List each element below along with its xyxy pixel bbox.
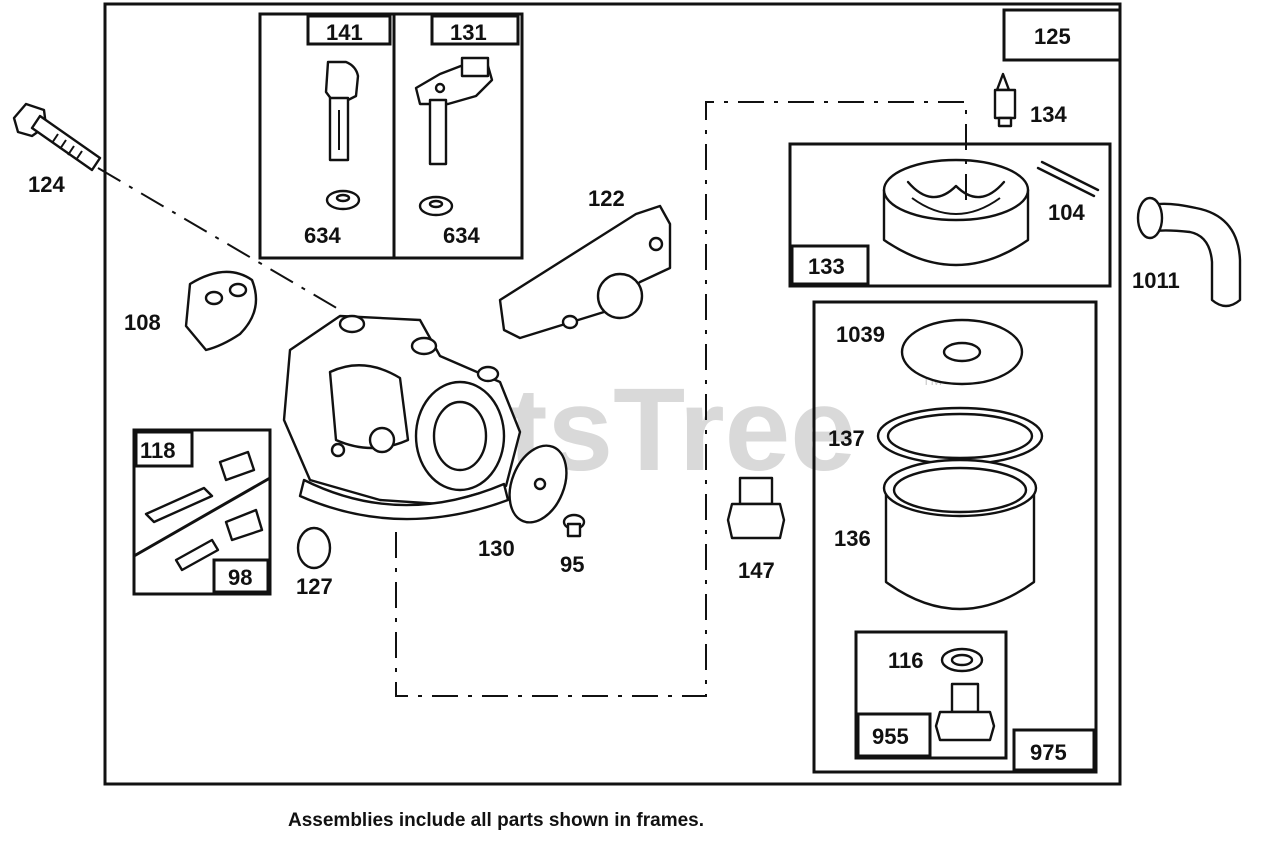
part-label-634-right: 634 [443, 223, 480, 248]
frame-label-131: 131 [450, 20, 487, 45]
part-label-130: 130 [478, 536, 515, 561]
part-label-1011: 1011 [1132, 268, 1180, 293]
frame-label-955: 955 [872, 724, 909, 749]
bolt-955-drawing [934, 682, 996, 742]
frame-tag-125 [1002, 8, 1122, 62]
pin-104 [1040, 160, 1100, 192]
frame-118-98 [132, 428, 272, 596]
hose-1011-drawing [1136, 196, 1242, 308]
part-label-137: 137 [828, 426, 865, 451]
frame-tag-131 [430, 14, 520, 46]
frame-label-98: 98 [228, 565, 252, 590]
gasket-108-drawing [184, 270, 258, 352]
part-label-147: 147 [738, 558, 775, 583]
frame-label-975: 975 [1030, 740, 1067, 765]
float-133-drawing [882, 158, 1030, 267]
part-label-124: 124 [28, 172, 65, 197]
gasket-122-drawing [498, 204, 672, 340]
part-label-104: 104 [1048, 200, 1085, 225]
needle-134-drawing [993, 72, 1017, 128]
bowl-136-drawing [882, 458, 1038, 611]
screw-95-drawing [562, 513, 586, 538]
part-label-108: 108 [124, 310, 161, 335]
part-label-122: 122 [588, 186, 625, 211]
frame-label-118: 118 [140, 438, 176, 463]
part-label-127: 127 [296, 574, 333, 599]
part-label-136: 136 [834, 526, 871, 551]
frame-955 [854, 630, 1008, 760]
frame-tag-98 [212, 558, 270, 594]
frame-label-125: 125 [1034, 24, 1071, 49]
part-label-134: 134 [1030, 102, 1067, 127]
frame-tag-975 [1012, 728, 1096, 772]
plug-127-drawing [296, 526, 332, 570]
carburetor-body-drawing [282, 314, 522, 521]
part-label-634-left: 634 [304, 223, 341, 248]
screw-118-drawing [144, 450, 264, 572]
diagram-caption: Assemblies include all parts shown in fr… [288, 810, 704, 831]
frame-tag-118 [134, 430, 194, 468]
part-label-1039: 1039 [836, 322, 885, 347]
frame-tag-955 [856, 712, 932, 758]
frame-tag-141 [306, 14, 392, 46]
frame-label-141: 141 [326, 20, 363, 45]
part-label-95: 95 [560, 552, 584, 577]
assembly-leader-line [395, 101, 967, 697]
bolt-124-drawing [12, 102, 102, 172]
fitting-147-drawing [726, 476, 786, 540]
frame-118-divider [133, 476, 271, 558]
frame-tag-133 [790, 244, 870, 286]
diagram-outer-frame [103, 2, 1122, 786]
shaft-131-drawing [414, 56, 494, 166]
frame-141-131 [258, 12, 524, 260]
part-label-116: 116 [888, 648, 924, 673]
frame-133 [788, 142, 1112, 288]
shaft-141-drawing [324, 60, 360, 162]
frame-975 [812, 300, 1098, 774]
frame-label-133: 133 [808, 254, 845, 279]
